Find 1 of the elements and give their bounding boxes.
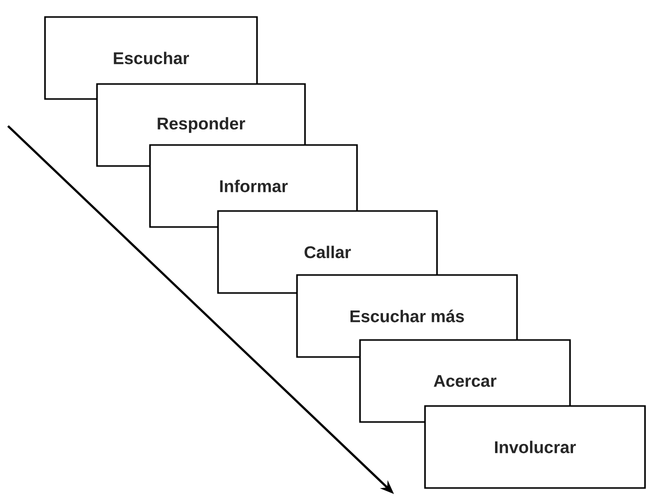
step-box: Involucrar (424, 405, 646, 489)
